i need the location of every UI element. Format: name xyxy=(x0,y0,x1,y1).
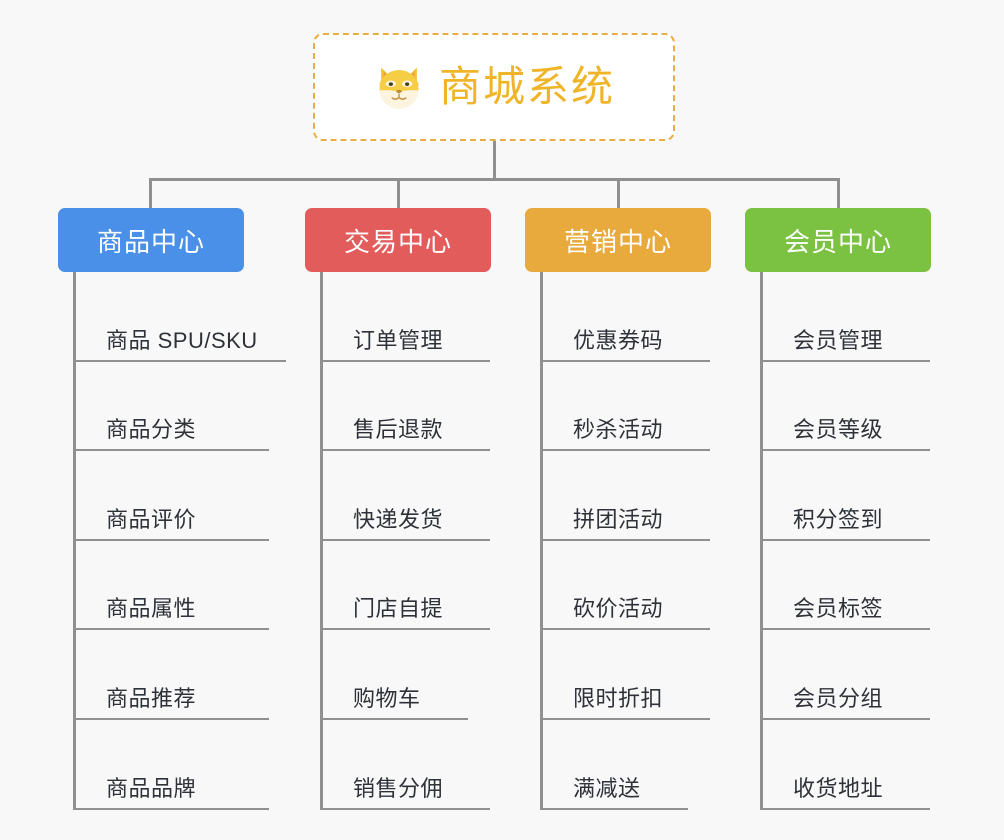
branch-marketing-center: 营销中心 优惠券码 秒杀活动 拼团活动 砍价活动 限时折扣 满减送 xyxy=(525,208,711,810)
leaf-item[interactable]: 会员等级 xyxy=(763,362,930,452)
leaf-list-product-center: 商品 SPU/SKU 商品分类 商品评价 商品属性 商品推荐 商品品牌 xyxy=(73,272,286,810)
leaf-label: 售后退款 xyxy=(353,417,444,443)
connector-drop-member-center xyxy=(837,178,840,210)
leaf-label: 砍价活动 xyxy=(573,596,664,622)
leaf-label: 拼团活动 xyxy=(573,506,664,532)
leaf-item[interactable]: 订单管理 xyxy=(323,272,490,362)
leaf-label: 商品属性 xyxy=(106,596,197,622)
leaf-list-marketing-center: 优惠券码 秒杀活动 拼团活动 砍价活动 限时折扣 满减送 xyxy=(540,272,711,810)
branch-header-label: 商品中心 xyxy=(96,226,205,257)
leaf-label: 订单管理 xyxy=(353,327,444,353)
leaf-item[interactable]: 商品分类 xyxy=(76,362,269,452)
branch-member-center: 会员中心 会员管理 会员等级 积分签到 会员标签 会员分组 收货地址 xyxy=(745,208,931,810)
branch-header-label: 交易中心 xyxy=(343,226,452,257)
branch-header-label: 会员中心 xyxy=(783,226,892,257)
leaf-item[interactable]: 商品品牌 xyxy=(76,720,269,810)
leaf-item[interactable]: 限时折扣 xyxy=(543,630,710,720)
leaf-label: 商品分类 xyxy=(106,417,197,443)
branch-header-label: 营销中心 xyxy=(563,226,672,257)
leaf-list-trade-center: 订单管理 售后退款 快递发货 门店自提 购物车 销售分佣 xyxy=(320,272,491,810)
leaf-item[interactable]: 收货地址 xyxy=(763,720,930,810)
branch-header-member-center[interactable]: 会员中心 xyxy=(745,208,931,272)
leaf-item[interactable]: 商品属性 xyxy=(76,541,269,631)
leaf-label: 快递发货 xyxy=(353,506,444,532)
leaf-label: 会员标签 xyxy=(793,596,884,622)
leaf-label: 商品评价 xyxy=(106,506,197,532)
leaf-item[interactable]: 会员管理 xyxy=(763,272,930,362)
leaf-item[interactable]: 售后退款 xyxy=(323,362,490,452)
leaf-item[interactable]: 销售分佣 xyxy=(323,720,490,810)
leaf-label: 收货地址 xyxy=(793,775,884,801)
connector-drop-trade-center xyxy=(397,178,400,210)
leaf-item[interactable]: 商品评价 xyxy=(76,451,269,541)
leaf-list-member-center: 会员管理 会员等级 积分签到 会员标签 会员分组 收货地址 xyxy=(760,272,931,810)
leaf-item[interactable]: 商品 SPU/SKU xyxy=(76,272,286,362)
branch-product-center: 商品中心 商品 SPU/SKU 商品分类 商品评价 商品属性 商品推荐 商品品牌 xyxy=(58,208,286,810)
leaf-item[interactable]: 购物车 xyxy=(323,630,468,720)
leaf-item[interactable]: 拼团活动 xyxy=(543,451,710,541)
leaf-label: 积分签到 xyxy=(793,506,884,532)
connector-drop-marketing-center xyxy=(617,178,620,210)
leaf-label: 优惠券码 xyxy=(573,327,664,353)
root-node-shop-system[interactable]: 商城系统 xyxy=(313,33,675,141)
dog-face-icon xyxy=(373,61,425,113)
leaf-label: 会员等级 xyxy=(793,417,884,443)
leaf-label: 购物车 xyxy=(353,685,421,711)
leaf-label: 会员管理 xyxy=(793,327,884,353)
leaf-item[interactable]: 会员标签 xyxy=(763,541,930,631)
leaf-item[interactable]: 商品推荐 xyxy=(76,630,269,720)
leaf-item[interactable]: 会员分组 xyxy=(763,630,930,720)
leaf-label: 门店自提 xyxy=(353,596,444,622)
leaf-item[interactable]: 门店自提 xyxy=(323,541,490,631)
leaf-label: 秒杀活动 xyxy=(573,417,664,443)
branch-trade-center: 交易中心 订单管理 售后退款 快递发货 门店自提 购物车 销售分佣 xyxy=(305,208,491,810)
leaf-label: 满减送 xyxy=(573,775,641,801)
leaf-item[interactable]: 优惠券码 xyxy=(543,272,710,362)
leaf-item[interactable]: 秒杀活动 xyxy=(543,362,710,452)
leaf-label: 商品推荐 xyxy=(106,685,197,711)
connector-drop-product-center xyxy=(149,178,152,210)
leaf-item[interactable]: 砍价活动 xyxy=(543,541,710,631)
branch-header-trade-center[interactable]: 交易中心 xyxy=(305,208,491,272)
root-title: 商城系统 xyxy=(438,63,615,110)
leaf-item[interactable]: 满减送 xyxy=(543,720,688,810)
leaf-item[interactable]: 快递发货 xyxy=(323,451,490,541)
leaf-label: 商品品牌 xyxy=(106,775,197,801)
leaf-label: 商品 SPU/SKU xyxy=(106,327,258,353)
branch-header-marketing-center[interactable]: 营销中心 xyxy=(525,208,711,272)
branch-header-product-center[interactable]: 商品中心 xyxy=(58,208,244,272)
connector-horizontal-bus xyxy=(149,178,840,181)
leaf-label: 会员分组 xyxy=(793,685,884,711)
leaf-label: 销售分佣 xyxy=(353,775,444,801)
leaf-item[interactable]: 积分签到 xyxy=(763,451,930,541)
leaf-label: 限时折扣 xyxy=(573,685,664,711)
connector-root-stem xyxy=(493,141,496,181)
